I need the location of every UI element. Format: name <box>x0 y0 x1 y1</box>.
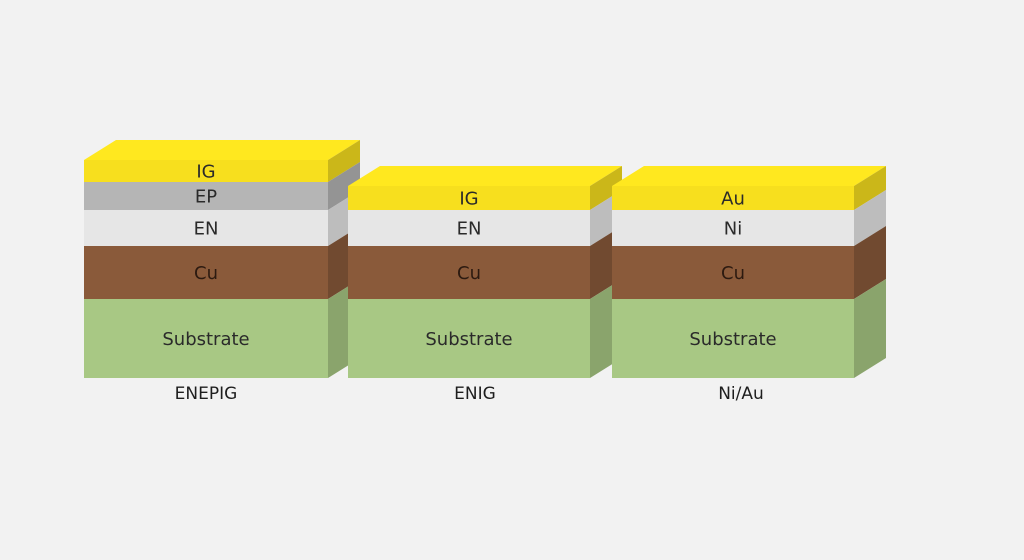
layer-en: EN <box>84 190 360 246</box>
layer-label: EP <box>195 187 217 208</box>
layer-label: EN <box>194 219 219 240</box>
layer-front-face <box>84 246 328 299</box>
stack-caption-enig: ENIG <box>454 384 496 404</box>
layer-substrate: Substrate <box>348 279 622 378</box>
layer-label: Cu <box>194 263 218 284</box>
layer-side-face <box>854 226 886 299</box>
layer-side-face <box>854 190 886 246</box>
layer-top-face <box>612 166 886 186</box>
layer-front-face <box>348 246 590 299</box>
stack-caption-enepig: ENEPIG <box>175 384 238 404</box>
layer-side-face <box>328 140 360 182</box>
layer-label: Ni <box>724 219 742 240</box>
layer-substrate: Substrate <box>612 279 886 378</box>
layer-label: IG <box>459 189 478 210</box>
layer-front-face <box>84 182 328 210</box>
layer-front-face <box>84 299 328 378</box>
layer-cu: Cu <box>612 226 886 299</box>
layer-label: Substrate <box>425 329 512 350</box>
layer-front-face <box>84 160 328 182</box>
layer-side-face <box>854 279 886 378</box>
layer-front-face <box>612 299 854 378</box>
layer-front-face <box>84 210 328 246</box>
layer-side-face <box>328 162 360 210</box>
layer-front-face <box>612 210 854 246</box>
layer-front-face <box>348 186 590 210</box>
layer-side-face <box>590 166 622 210</box>
layer-front-face <box>612 186 854 210</box>
layer-au: Au <box>612 166 886 210</box>
layer-label: Cu <box>721 263 745 284</box>
layer-front-face <box>348 210 590 246</box>
layer-label: Substrate <box>162 329 249 350</box>
layer-top-face <box>84 140 360 160</box>
layer-label: Cu <box>457 263 481 284</box>
layer-label: EN <box>457 219 482 240</box>
layer-ig: IG <box>84 140 360 183</box>
layer-front-face <box>612 246 854 299</box>
layer-front-face <box>348 299 590 378</box>
layer-label: IG <box>196 162 215 183</box>
layer-ep: EP <box>84 162 360 210</box>
layer-ig: IG <box>348 166 622 210</box>
layer-ni: Ni <box>612 190 886 246</box>
layer-label: Au <box>721 189 745 210</box>
layer-label: Substrate <box>689 329 776 350</box>
layer-side-face <box>854 166 886 210</box>
stack-caption-ni-au: Ni/Au <box>718 384 764 404</box>
layer-top-face <box>348 166 622 186</box>
